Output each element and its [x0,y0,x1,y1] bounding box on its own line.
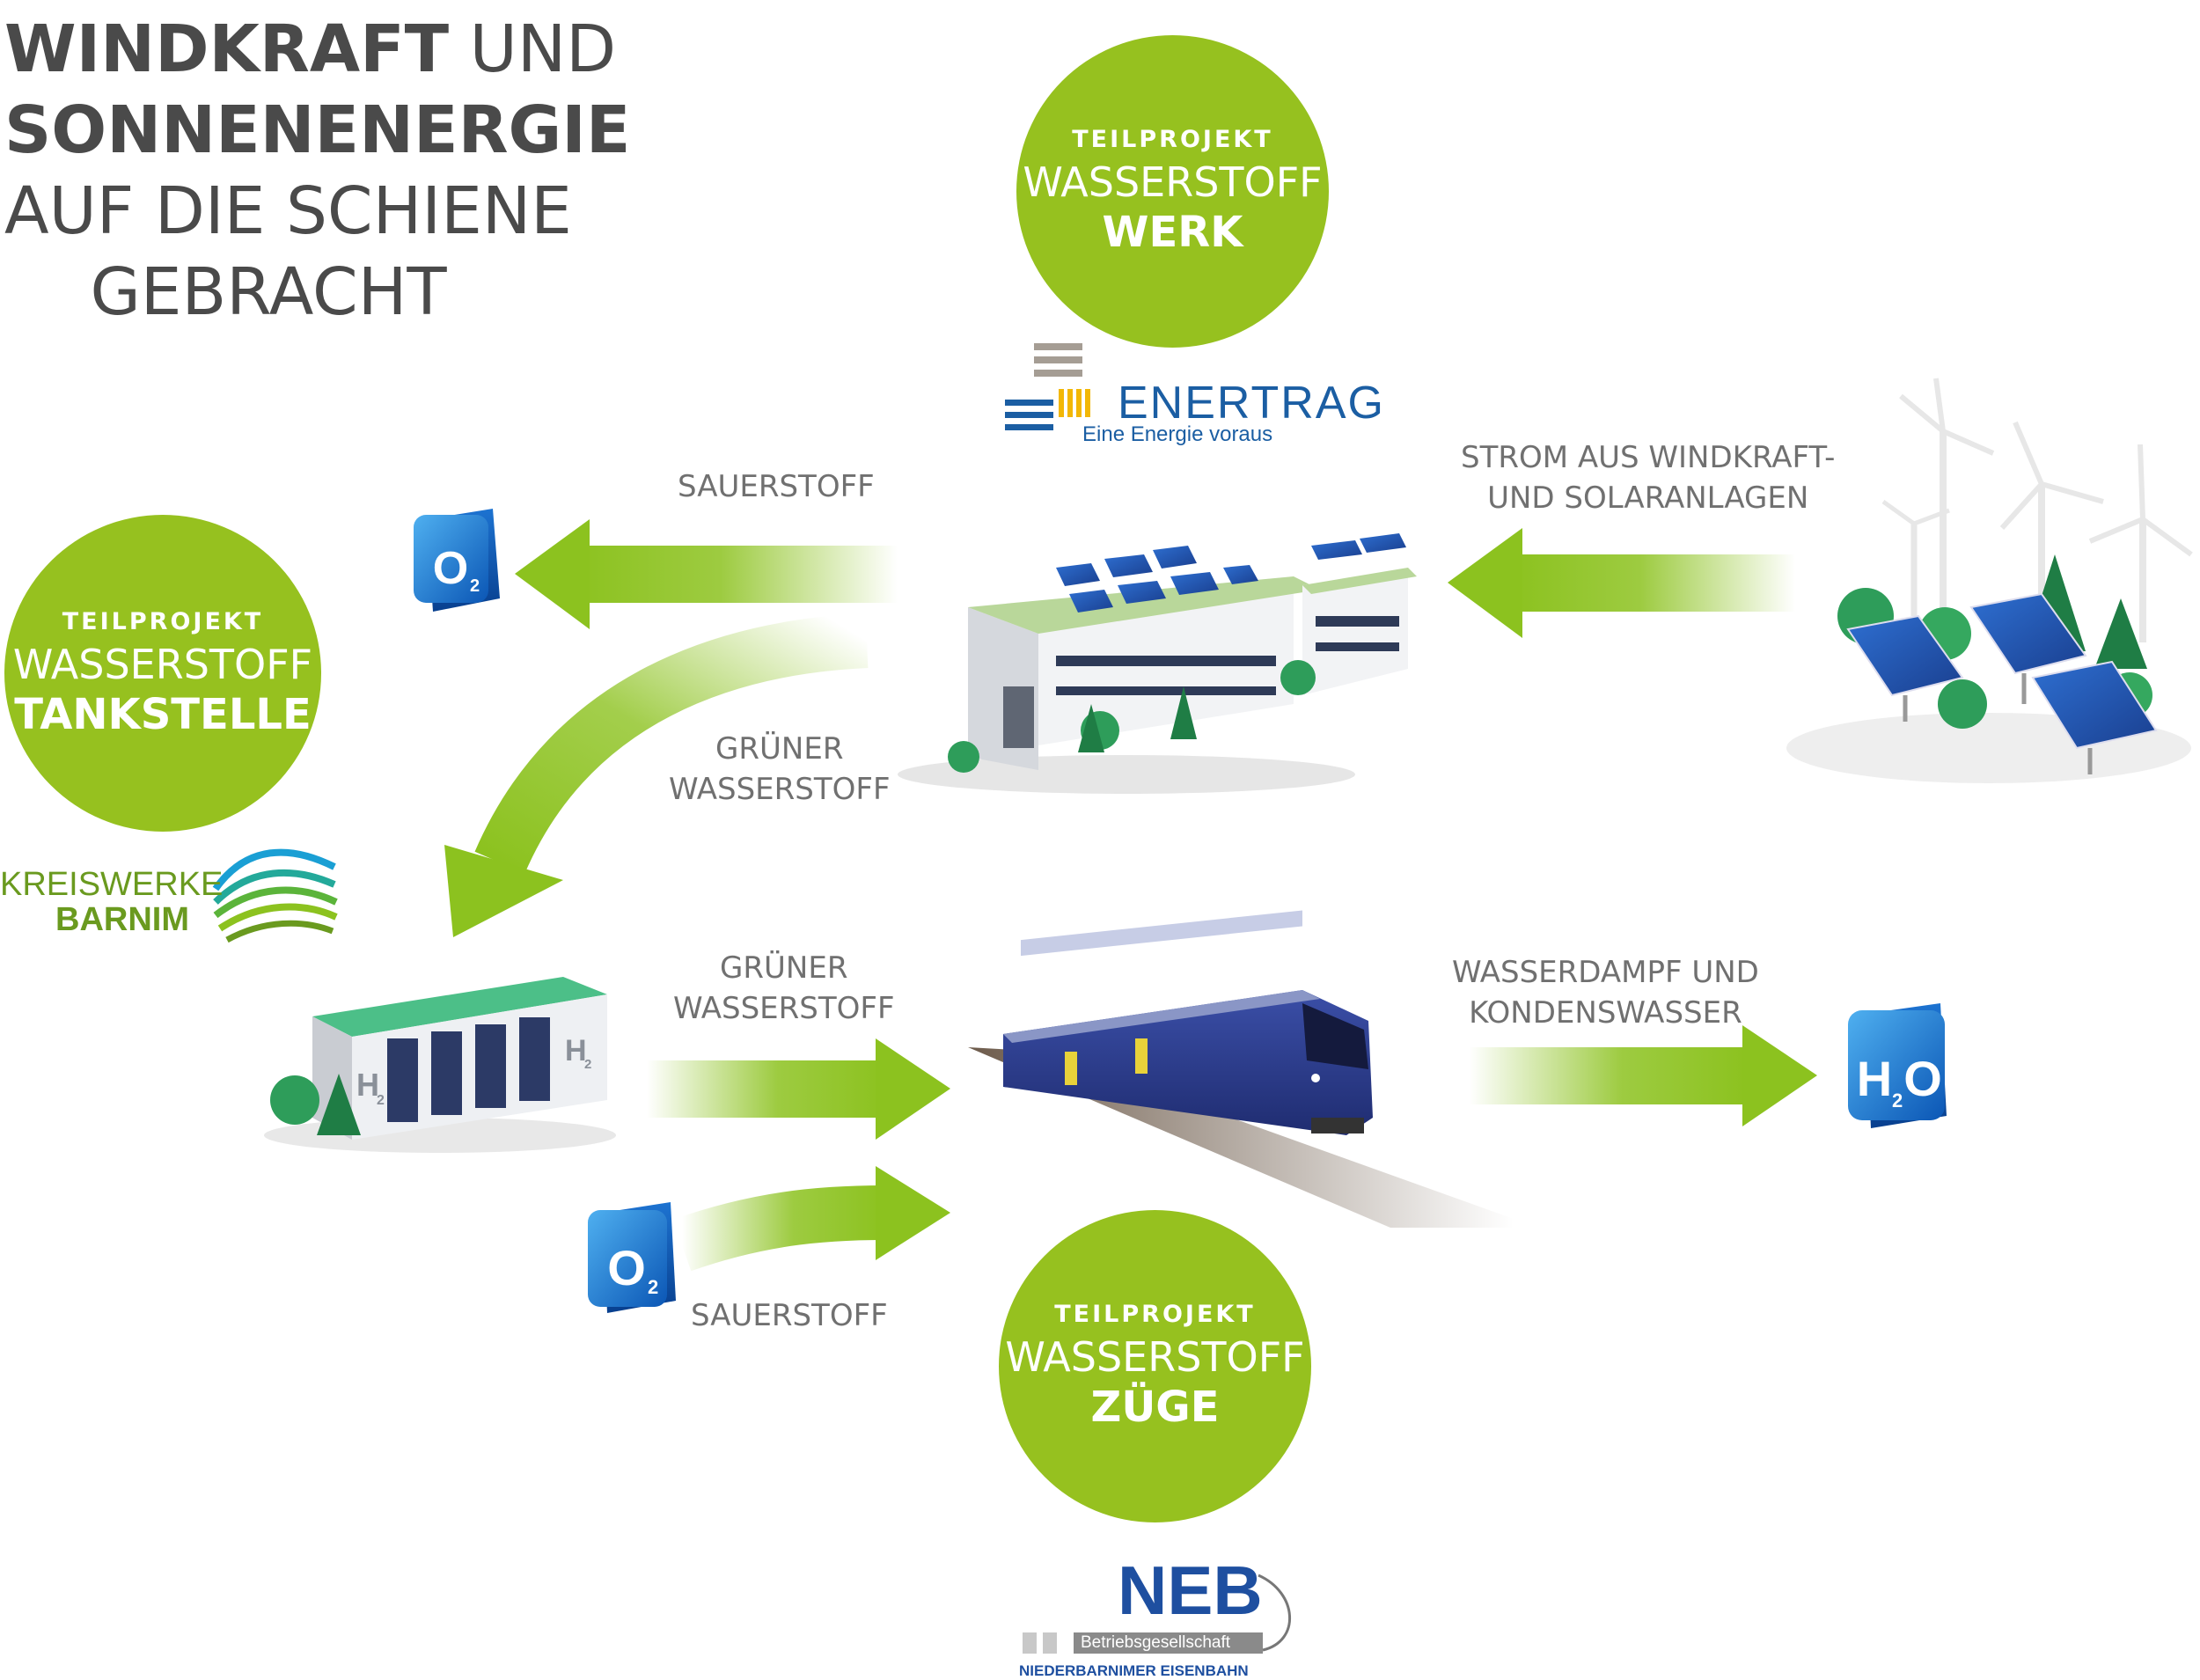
arrow-sauerstoff-bottom [672,1166,950,1272]
hydrogen-train-icon [968,910,1514,1228]
title-line1-light: UND [449,11,617,87]
label-strom: STROM AUS WINDKRAFT- UND SOLARANLAGEN [1461,437,1835,518]
label-gruener-2: GRÜNER WASSERSTOFF [673,948,895,1029]
arrow-gruener-curve [444,613,869,937]
label-wasserdampf: WASSERDAMPF UND KONDENSWASSER [1452,952,1759,1033]
circle-werk-kicker: TEILPROJEKT [1072,126,1273,153]
circle-zuege: TEILPROJEKT WASSERSTOFF ZÜGE [999,1210,1311,1522]
neb-full: NIEDERBARNIMER EISENBAHN [1019,1662,1249,1679]
label-gruener-2-line2: WASSERSTOFF [673,991,895,1026]
page-title: WINDKRAFT UND SONNENENERGIE AUF DIE SCHI… [4,9,631,333]
arrow-strom [1448,528,1795,638]
label-wasserdampf-line1: WASSERDAMPF UND [1452,955,1759,990]
h2-tank-sub-left: 2 [377,1093,385,1108]
label-gruener-1-line2: WASSERSTOFF [669,772,891,807]
kreiswerke-line2: BARNIM [55,901,189,938]
o2-sub-top: 2 [470,576,480,596]
title-line3: AUF DIE SCHIENE [4,173,572,249]
circle-werk-name: WERK [1102,208,1243,257]
circle-tankstelle-kicker: TEILPROJEKT [62,607,264,635]
h2o-icon: H 2 O [1848,1003,1947,1128]
label-strom-line1: STROM AUS WINDKRAFT- [1461,440,1836,475]
circle-tankstelle-word: WASSERSTOFF [12,640,313,688]
label-sauerstoff-bottom-text: SAUERSTOFF [691,1298,888,1333]
circle-tankstelle-name: TANKSTELLE [14,689,312,739]
kreiswerke-line1: KREISWERKE [0,866,224,903]
h2-tank-letter-left: H [356,1067,379,1103]
enertrag-logo-icon [1005,343,1090,430]
title-line1-bold: WINDKRAFT [4,11,450,87]
wind-solar-park-icon [1786,378,2193,783]
label-strom-line2: UND SOLARANLAGEN [1487,481,1809,516]
h2-tank-sub-right: 2 [584,1057,591,1072]
factory-building-icon [898,533,1417,794]
circle-zuege-word: WASSERSTOFF [1005,1333,1305,1381]
o2-sub-bottom: 2 [648,1276,658,1298]
arrow-gruener-train [647,1038,950,1140]
label-sauerstoff-top: SAUERSTOFF [678,466,875,507]
hydrogen-storage-icon: H 2 H 2 [264,977,616,1153]
arrow-wasserdampf [1470,1025,1817,1126]
circle-werk: TEILPROJEKT WASSERSTOFF WERK [1016,35,1329,348]
label-sauerstoff-bottom: SAUERSTOFF [691,1295,888,1336]
kreiswerke-logo: KREISWERKE BARNIM [0,866,224,938]
o2-letter-top: O [433,543,468,594]
h2o-letter-h: H [1857,1051,1892,1106]
title-line4: GEBRACHT [90,254,447,330]
o2-letter-bottom: O [607,1240,646,1295]
circle-zuege-name: ZÜGE [1090,1383,1220,1432]
label-gruener-2-line1: GRÜNER [720,950,848,986]
arrow-sauerstoff-top [515,519,898,629]
circle-tankstelle: TEILPROJEKT WASSERSTOFF TANKSTELLE [4,515,321,832]
enertrag-name: ENERTRAG [1118,378,1385,429]
h2o-letter-o: O [1903,1051,1942,1106]
enertrag-tagline: Eine Energie voraus [1082,422,1273,446]
neb-sub: Betriebsgesellschaft [1081,1633,1231,1652]
label-wasserdampf-line2: KONDENSWASSER [1469,995,1742,1031]
circle-werk-word: WASSERSTOFF [1023,158,1323,206]
h2o-sub: 2 [1892,1089,1903,1111]
neb-name: NEB [1118,1552,1263,1629]
h2-tank-letter-right: H [565,1034,587,1067]
neb-logo-icon [1023,1574,1292,1654]
circle-zuege-kicker: TEILPROJEKT [1054,1301,1256,1328]
label-gruener-1: GRÜNER WASSERSTOFF [669,729,891,810]
o2-icon-top: O 2 [414,509,500,612]
kreiswerke-logo-icon [212,848,338,943]
o2-icon-bottom: O 2 [588,1202,676,1313]
label-sauerstoff-top-text: SAUERSTOFF [678,469,875,504]
label-gruener-1-line1: GRÜNER [715,731,844,767]
title-line2: SONNENENERGIE [4,92,631,168]
